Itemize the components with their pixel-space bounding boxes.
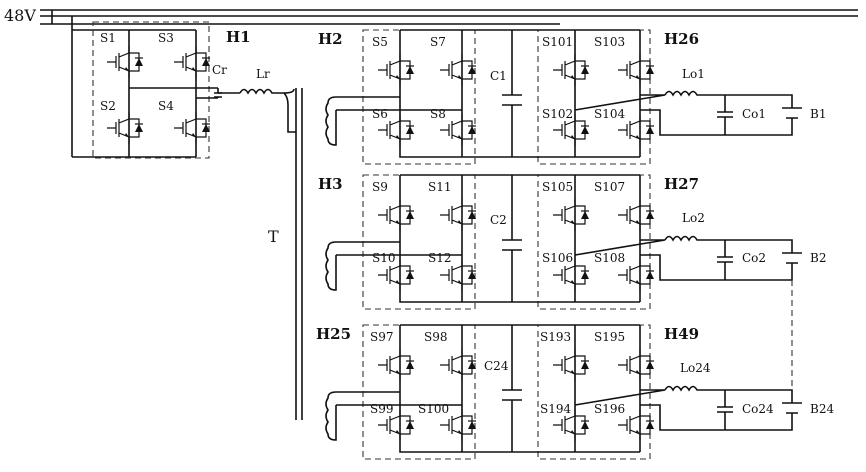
block-label: H27 xyxy=(664,175,699,193)
primary-bridge xyxy=(93,22,296,158)
switch-label: S108 xyxy=(594,251,625,265)
secondary-unit xyxy=(326,30,802,164)
switch-label: S10 xyxy=(372,251,396,265)
supply-voltage-label: 48V xyxy=(4,6,36,25)
secondary-unit xyxy=(326,325,802,459)
bus-cap-label: C1 xyxy=(490,69,507,83)
switch-label: S7 xyxy=(430,35,446,49)
switch-label: S193 xyxy=(540,330,571,344)
block-label: H3 xyxy=(318,175,343,193)
primary-block-label: H1 xyxy=(226,28,251,46)
switch-label: S101 xyxy=(542,35,573,49)
bus-cap-label: C2 xyxy=(490,213,507,227)
block-label: H2 xyxy=(318,30,343,48)
switch-label: S98 xyxy=(424,330,448,344)
switch-label: S105 xyxy=(542,180,573,194)
switch-label: S196 xyxy=(594,402,625,416)
switch-label: S97 xyxy=(370,330,394,344)
out-cap-label: Co1 xyxy=(742,107,766,121)
primary-switch-label: S3 xyxy=(158,31,174,45)
switch-label: S8 xyxy=(430,107,446,121)
switch-label: S6 xyxy=(372,107,388,121)
switch-label: S102 xyxy=(542,107,573,121)
primary-switch-label: S4 xyxy=(158,99,174,113)
out-cap-label: Co2 xyxy=(742,251,766,265)
block-label: H49 xyxy=(664,325,699,343)
bus-cap-label: C24 xyxy=(484,359,509,373)
switch-label: S103 xyxy=(594,35,625,49)
resonant-ind-label: Lr xyxy=(256,67,270,81)
battery-label: B24 xyxy=(810,402,834,416)
block-label: H25 xyxy=(316,325,351,343)
out-ind-label: Lo1 xyxy=(682,67,705,81)
battery-label: B2 xyxy=(810,251,826,265)
resonant-cap-label: Cr xyxy=(212,63,227,77)
primary-switch-label: S1 xyxy=(100,31,116,45)
out-cap-label: Co24 xyxy=(742,402,774,416)
switch-label: S9 xyxy=(372,180,388,194)
switch-label: S195 xyxy=(594,330,625,344)
primary-switch-label: S2 xyxy=(100,99,116,113)
switch-label: S5 xyxy=(372,35,388,49)
switch-label: S12 xyxy=(428,251,452,265)
battery-label: B1 xyxy=(810,107,826,121)
switch-label: S106 xyxy=(542,251,573,265)
switch-label: S99 xyxy=(370,402,394,416)
transformer-label: T xyxy=(268,227,279,246)
block-label: H26 xyxy=(664,30,699,48)
out-ind-label: Lo24 xyxy=(680,361,711,375)
switch-label: S11 xyxy=(428,180,452,194)
out-ind-label: Lo2 xyxy=(682,211,705,225)
secondary-unit xyxy=(326,175,802,309)
switch-label: S104 xyxy=(594,107,625,121)
switch-label: S107 xyxy=(594,180,625,194)
switch-label: S100 xyxy=(418,402,449,416)
switch-label: S194 xyxy=(540,402,571,416)
